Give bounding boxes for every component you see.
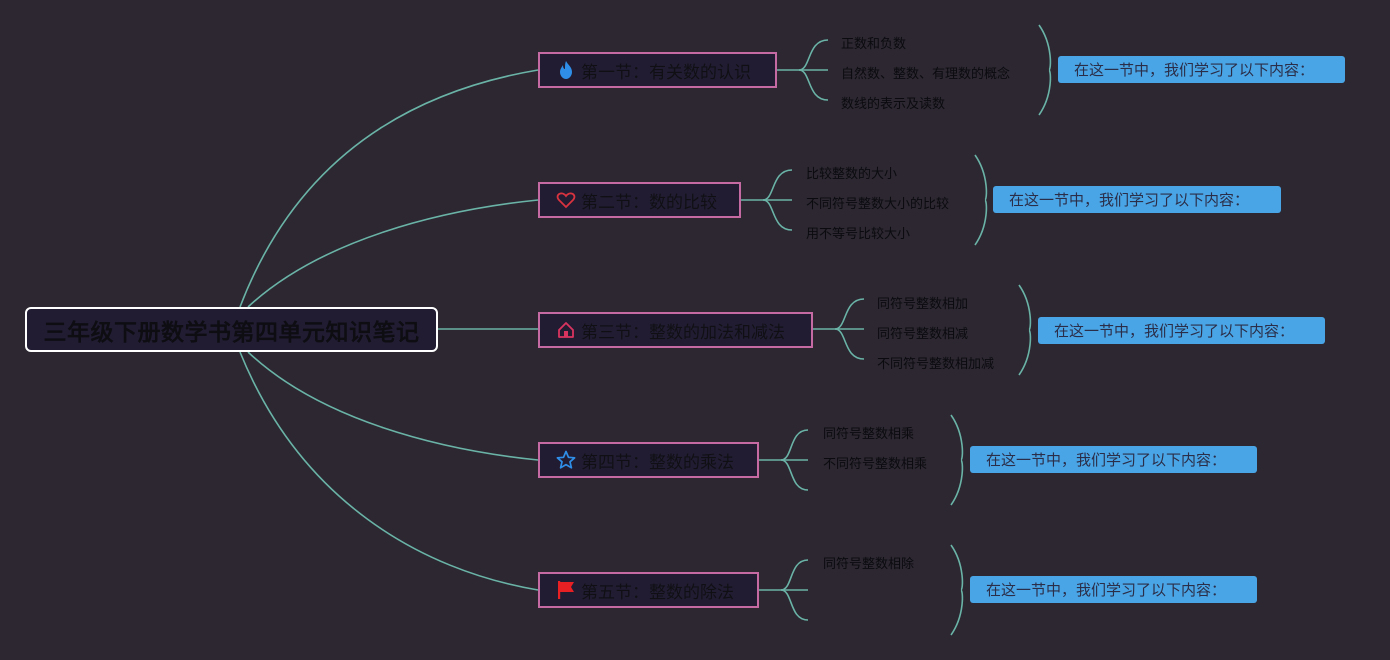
section-5-summary-bracket	[950, 544, 964, 636]
section-2-branch-1-line	[762, 169, 793, 201]
section-4-item-2[interactable]: 不同符号整数相乘	[823, 457, 928, 472]
section-4-branch-1-line	[780, 429, 809, 461]
section-2-item-2[interactable]: 不同符号整数大小的比较	[806, 197, 950, 212]
root-to-section-4-line	[247, 351, 539, 461]
section-4-item-1[interactable]: 同符号整数相乘	[823, 427, 915, 442]
section-3-summary-bracket	[1018, 284, 1032, 376]
section-5-node[interactable]: 第五节：整数的除法	[538, 572, 759, 608]
section-3-item-1[interactable]: 同符号整数相加	[877, 297, 969, 312]
section-4-node[interactable]: 第四节：整数的乘法	[538, 442, 759, 478]
section-4-summary-bracket	[950, 414, 964, 506]
section-3-branch-1-line	[834, 298, 865, 330]
root-to-section-2-line	[247, 199, 539, 308]
section-2-summary-bracket	[974, 154, 988, 246]
section-5-item-1[interactable]: 同符号整数相除	[823, 557, 915, 572]
section-2-item-1[interactable]: 比较整数的大小	[806, 167, 898, 182]
section-2-node[interactable]: 第二节：数的比较	[538, 182, 741, 218]
section-5-label: 第五节：整数的除法	[581, 582, 734, 603]
section-5-branch-1-line	[780, 559, 809, 591]
section-2-summary[interactable]: 在这一节中，我们学习了以下内容：	[993, 186, 1281, 213]
section-3-node[interactable]: 第三节：整数的加法和减法	[538, 312, 813, 348]
section-1-branch-1-line	[798, 39, 829, 71]
section-3-summary[interactable]: 在这一节中，我们学习了以下内容：	[1038, 317, 1325, 344]
flag-icon	[556, 580, 576, 600]
section-3-label: 第三节：整数的加法和减法	[581, 322, 785, 343]
section-1-summary[interactable]: 在这一节中，我们学习了以下内容：	[1058, 56, 1345, 83]
section-1-label: 第一节：有关数的认识	[581, 62, 751, 83]
section-1-branch-3-line	[798, 69, 829, 101]
section-2-branch-3-line	[762, 199, 793, 231]
flame-icon	[556, 60, 576, 80]
section-1-item-1[interactable]: 正数和负数	[841, 37, 907, 52]
section-4-summary[interactable]: 在这一节中，我们学习了以下内容：	[970, 446, 1257, 473]
root-topic[interactable]: 三年级下册数学书第四单元知识笔记	[25, 307, 438, 352]
section-2-item-3[interactable]: 用不等号比较大小	[806, 227, 911, 242]
root-to-section-5-line	[239, 351, 539, 591]
section-3-branch-3-line	[834, 328, 865, 360]
section-1-node[interactable]: 第一节：有关数的认识	[538, 52, 777, 88]
section-5-summary[interactable]: 在这一节中，我们学习了以下内容：	[970, 576, 1257, 603]
section-1-summary-bracket	[1038, 24, 1052, 116]
section-3-item-2[interactable]: 同符号整数相减	[877, 327, 969, 342]
root-to-section-1-line	[239, 69, 539, 308]
section-4-branch-3-line	[780, 459, 809, 491]
section-1-item-2[interactable]: 自然数、整数、有理数的概念	[841, 67, 1011, 82]
section-1-item-3[interactable]: 数线的表示及读数	[841, 97, 946, 112]
star-icon	[556, 450, 576, 470]
section-4-label: 第四节：整数的乘法	[581, 452, 734, 473]
section-3-item-3[interactable]: 不同符号整数相加减	[877, 357, 995, 372]
section-5-branch-3-line	[780, 589, 809, 621]
home-icon	[556, 320, 576, 340]
heart-icon	[556, 190, 576, 210]
section-2-label: 第二节：数的比较	[581, 192, 717, 213]
